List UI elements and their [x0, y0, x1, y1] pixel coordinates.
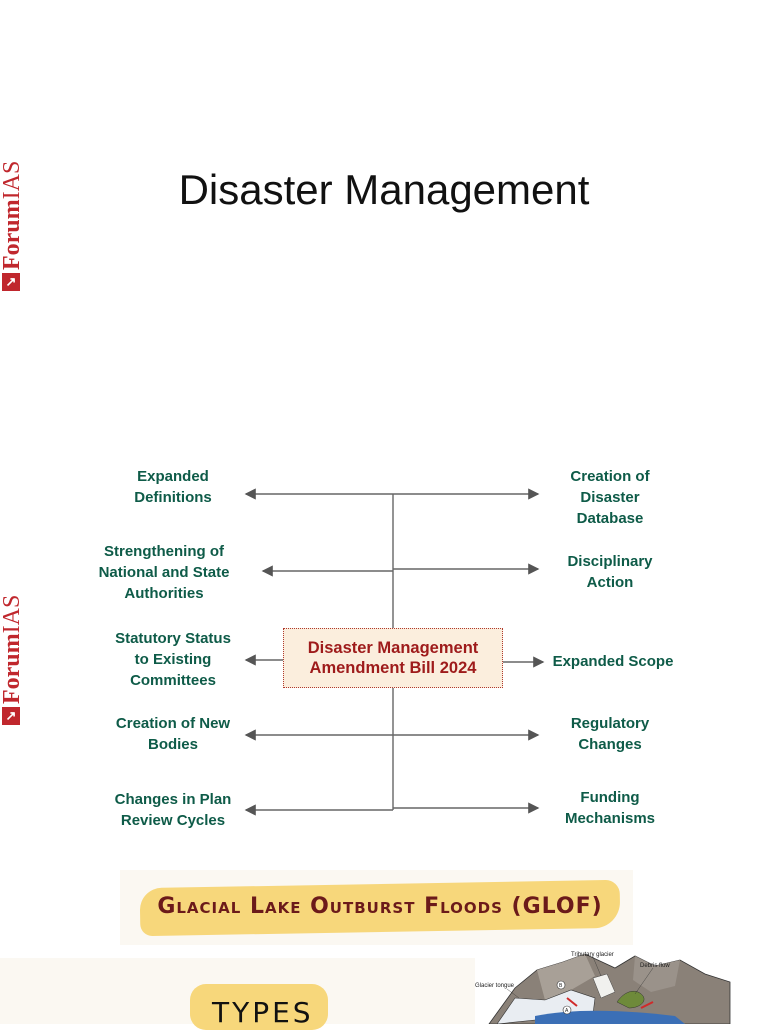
forumias-logo-top: ForumIAS ↗: [0, 148, 25, 293]
glof-banner: Glacial Lake Outburst Floods (GLOF): [120, 870, 633, 945]
connector-lines: [244, 488, 545, 816]
banner-text: Glacial Lake Outburst Floods (GLOF): [157, 894, 603, 919]
node-expanded-definitions: Expanded Definitions: [134, 468, 212, 506]
types-text: TYPES: [212, 996, 314, 1029]
label-debris-flow: Debris flow: [640, 963, 670, 969]
node-regulatory-changes: Regulatory Changes: [570, 715, 650, 753]
forumias-logo-middle: ForumIAS ↗: [0, 582, 25, 727]
mind-map-diagram: Disaster Management Amendment Bill 2024 …: [0, 450, 768, 850]
node-statutory-status: Statutory Status to Existing Committees: [115, 630, 231, 689]
node-disaster-database: Creation of Disaster Database: [570, 468, 650, 527]
page-title: Disaster Management: [178, 166, 590, 213]
center-node-line2: Amendment Bill 2024: [309, 659, 477, 677]
types-highlight: [190, 984, 328, 1030]
node-disciplinary-action: Disciplinary Action: [567, 553, 653, 591]
glacier-illustration: B A Tributary glacier Debris flow Glacie…: [475, 946, 733, 1024]
label-glacier-tongue: Glacier tongue: [475, 983, 515, 989]
types-panel: TYPES: [0, 958, 475, 1030]
node-strengthening-authorities: Strengthening of National and State Auth…: [98, 543, 230, 602]
center-node-line1: Disaster Management: [307, 639, 479, 657]
arrow-icon: ↗: [2, 273, 20, 291]
node-expanded-scope: Expanded Scope: [552, 653, 674, 670]
label-tributary-glacier: Tributary glacier: [571, 952, 614, 958]
node-funding-mechanisms: Funding Mechanisms: [564, 789, 656, 827]
marker-a: A: [565, 1008, 569, 1014]
node-changes-plan-review: Changes in Plan Review Cycles: [114, 791, 232, 829]
marker-b: B: [559, 983, 563, 989]
node-creation-new-bodies: Creation of New Bodies: [115, 715, 231, 753]
center-node: Disaster Management Amendment Bill 2024: [283, 628, 503, 688]
arrow-icon: ↗: [2, 707, 20, 725]
